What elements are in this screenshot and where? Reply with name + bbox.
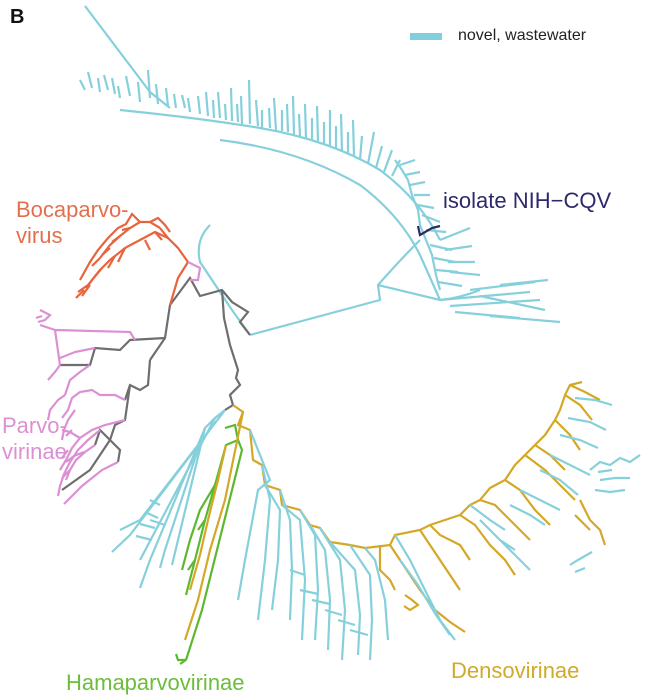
clade-bocaparvovirus <box>75 212 190 306</box>
label-hamaparvovirinae: Hamaparvovirinae <box>66 670 245 695</box>
panel-label: B <box>10 6 25 28</box>
label-parvovirinae-line1: Parvo- <box>2 413 67 438</box>
label-parvovirinae: Parvo- virinae <box>2 413 67 465</box>
clade-densovirinae <box>183 380 607 641</box>
label-isolate-nih-cqv: isolate NIH−CQV <box>443 188 612 213</box>
label-bocaparvovirus-line2: virus <box>16 223 63 248</box>
label-densovirinae: Densovirinae <box>451 658 580 683</box>
legend-label-wastewater: novel, wastewater <box>458 27 587 44</box>
label-bocaparvovirus-line1: Bocaparvo- <box>16 197 129 222</box>
label-bocaparvovirus: Bocaparvo- virus <box>16 197 129 249</box>
label-parvovirinae-line2: virinae <box>2 439 67 464</box>
clade-wastewater-top <box>79 5 561 337</box>
legend: novel, wastewater <box>410 27 586 45</box>
clade-parvovirinae <box>35 261 202 505</box>
clade-wastewater-lowerleft <box>111 409 226 589</box>
isolate-branch <box>416 224 441 237</box>
clade-wastewater-bottom <box>236 396 641 661</box>
legend-swatch-wastewater <box>410 32 442 40</box>
